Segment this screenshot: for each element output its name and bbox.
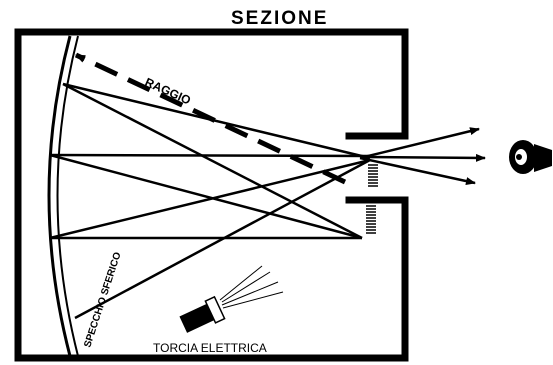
- spherical-mirror: [47, 35, 79, 357]
- flashlight-icon: [179, 265, 284, 333]
- coil-lower: [366, 205, 376, 234]
- mirror-label: SPECCHIO SFERICO: [82, 251, 123, 349]
- torch-label: TORCIA ELETTRICA: [153, 341, 267, 355]
- eye-icon: [509, 140, 552, 174]
- light-rays: [49, 82, 371, 320]
- ray-label: RAGGIO: [143, 75, 193, 108]
- coil-upper: [368, 164, 378, 187]
- diagram-title: SEZIONE: [231, 8, 328, 29]
- outgoing-rays: [359, 127, 486, 185]
- housing-box: [14, 28, 409, 362]
- ray-dashed: [74, 52, 347, 185]
